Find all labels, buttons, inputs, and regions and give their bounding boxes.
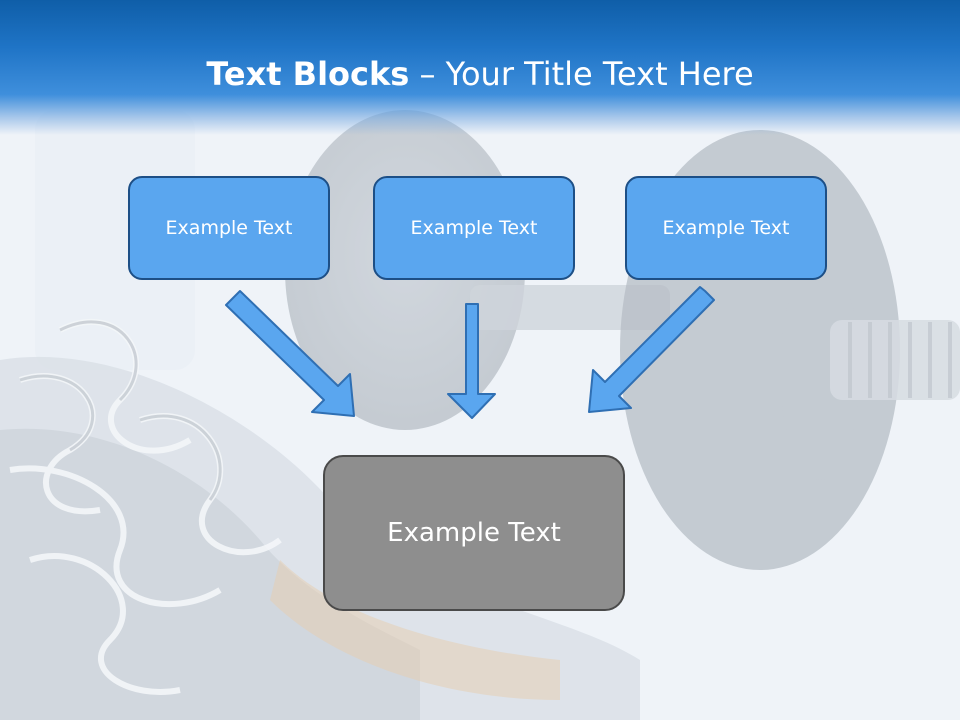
arrow-center-icon — [447, 303, 496, 419]
title-dash: – — [409, 55, 446, 93]
result-block[interactable]: Example Text — [323, 455, 625, 611]
text-block-1[interactable]: Example Text — [128, 176, 330, 280]
text-block-3-label: Example Text — [662, 217, 790, 239]
result-block-label: Example Text — [387, 518, 561, 548]
slide-title: Text Blocks – Your Title Text Here — [0, 52, 960, 96]
text-block-2-label: Example Text — [410, 217, 538, 239]
text-block-2[interactable]: Example Text — [373, 176, 575, 280]
title-rest: Your Title Text Here — [445, 55, 754, 93]
text-block-1-label: Example Text — [165, 217, 293, 239]
title-bar — [0, 0, 960, 135]
arrow-right-icon — [588, 286, 715, 413]
title-bold-part: Text Blocks — [206, 55, 410, 93]
text-block-3[interactable]: Example Text — [625, 176, 827, 280]
arrow-left-icon — [225, 290, 355, 417]
